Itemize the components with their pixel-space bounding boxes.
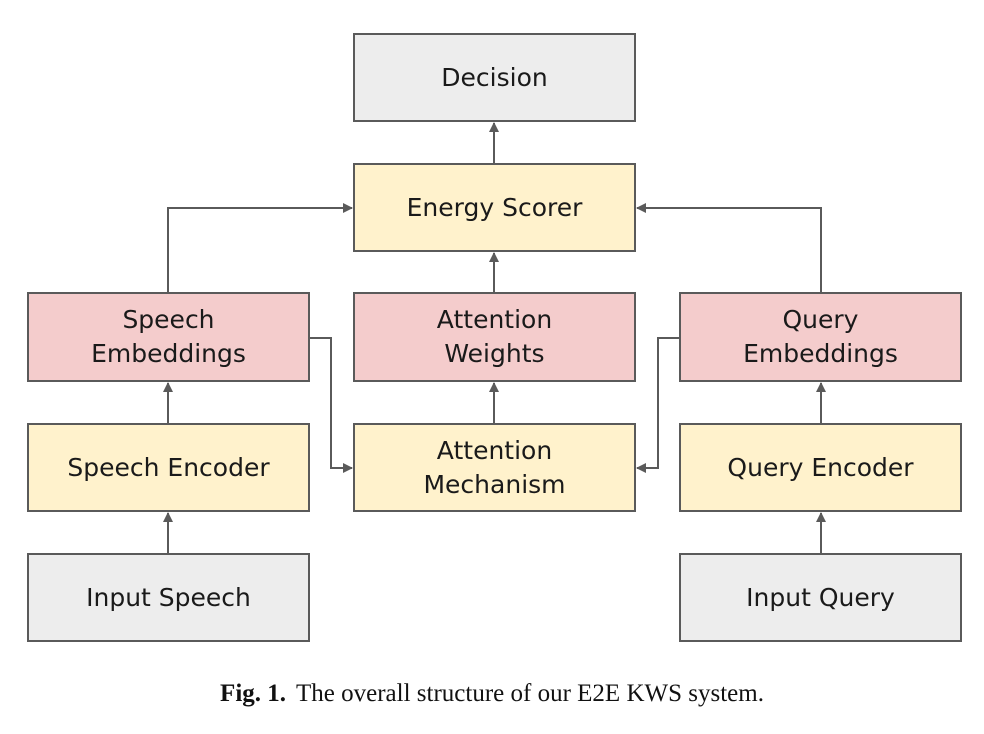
attention-weights-label: Attention Weights [436, 305, 553, 368]
query-encoder-label: Query Encoder [727, 452, 914, 482]
attention-mechanism-label: Attention Mechanism [423, 435, 566, 499]
speech-encoder-box: Speech Encoder [27, 423, 310, 512]
query-embeddings-box: Query Embeddings [679, 292, 962, 382]
attention-mechanism-box: Attention Mechanism [353, 423, 636, 512]
input-query-box: Input Query [679, 553, 962, 642]
arrow-speechemb-to-energy [167, 203, 353, 292]
figure-caption: Fig. 1. The overall structure of our E2E … [0, 680, 984, 708]
attention-weights-box: Attention Weights [353, 292, 636, 382]
input-speech-label: Input Speech [86, 582, 251, 612]
input-speech-box: Input Speech [27, 553, 310, 642]
figure-caption-label: Fig. 1. [220, 680, 287, 707]
input-query-label: Input Query [746, 582, 895, 612]
speech-embeddings-label: Speech Embeddings [91, 305, 246, 368]
figure-caption-text: The overall structure of our E2E KWS sys… [296, 680, 764, 707]
energy-scorer-box: Energy Scorer [353, 163, 636, 252]
query-encoder-box: Query Encoder [679, 423, 962, 512]
speech-encoder-label: Speech Encoder [67, 452, 270, 482]
arrow-speechemb-to-attmech [310, 337, 353, 473]
decision-label: Decision [441, 62, 548, 92]
decision-box: Decision [353, 33, 636, 122]
query-embeddings-label: Query Embeddings [743, 305, 898, 368]
energy-scorer-label: Energy Scorer [406, 192, 583, 222]
arrow-queryemb-to-energy [636, 203, 822, 292]
speech-embeddings-box: Speech Embeddings [27, 292, 310, 382]
arrow-queryemb-to-attmech [636, 337, 679, 473]
